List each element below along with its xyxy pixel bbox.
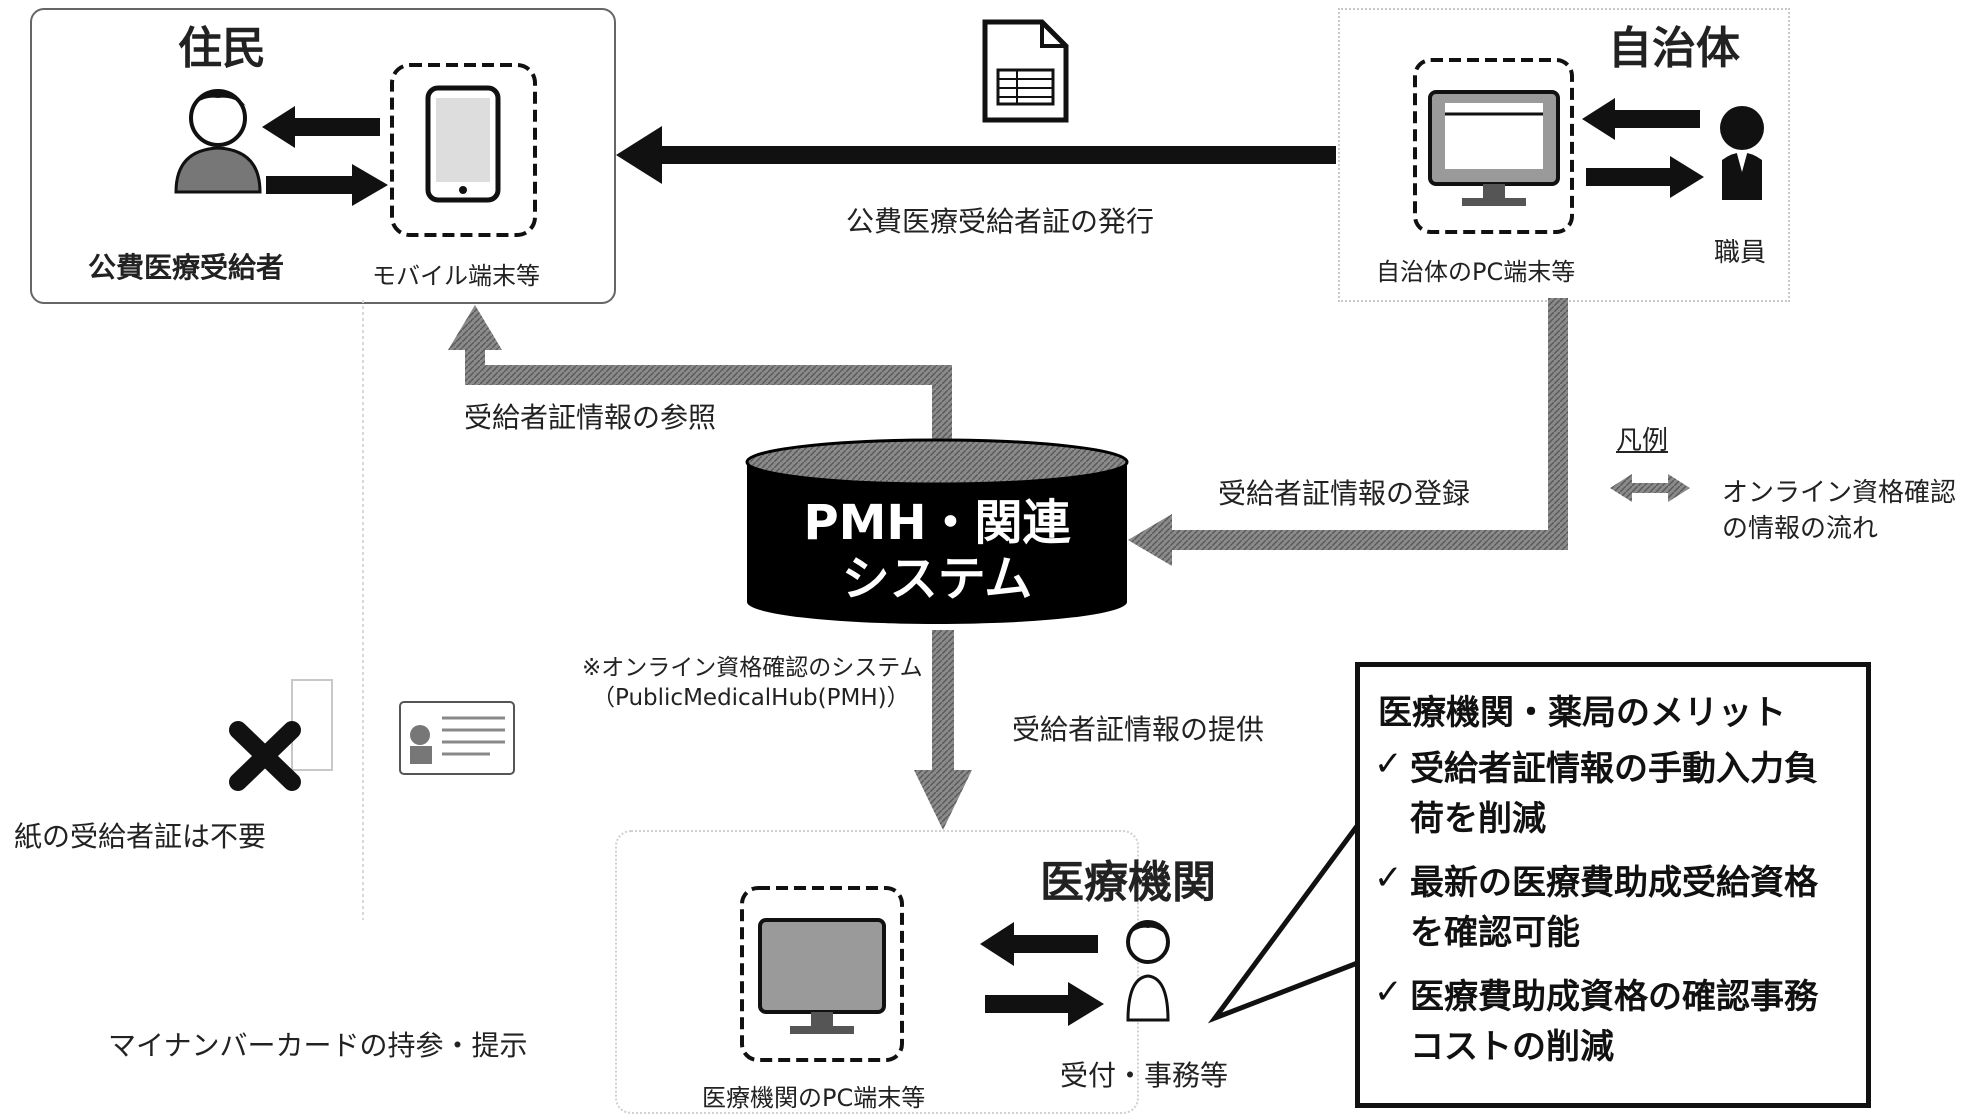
merits-callout: 医療機関・薬局のメリット ✓ 受給者証情報の手動入力負 荷を削減 ✓ 最新の医療… [1355, 662, 1871, 1108]
paper-not-needed-label: 紙の受給者証は不要 [14, 820, 267, 853]
reception-person-icon [1126, 920, 1170, 1022]
issue-arrow [616, 126, 1336, 184]
resident-title: 住民 [178, 23, 266, 74]
clinic-pc-icon [740, 886, 904, 1062]
legend-arrow [1610, 474, 1690, 502]
resident-person-label: 公費医療受給者 [88, 251, 285, 284]
mynumber-card-icon [399, 701, 515, 775]
cross-icon [229, 721, 301, 791]
issue-flow-label: 公費医療受給者証の発行 [846, 205, 1155, 238]
mynumber-card-label: マイナンバーカードの持参・提示 [108, 1029, 528, 1062]
check-icon: ✓ [1374, 858, 1403, 898]
municipality-pc-icon [1413, 58, 1574, 234]
pmh-title-line2: システム [841, 551, 1033, 607]
merit-line: コストの削減 [1410, 1027, 1614, 1067]
staff-person-icon [1720, 106, 1764, 200]
speech-pointer [1207, 814, 1364, 1024]
merit-line: 受給者証情報の手動入力負 [1410, 749, 1818, 789]
register-arrow [1128, 298, 1568, 566]
legend-text-line1: オンライン資格確認 [1722, 478, 1957, 508]
provide-arrow [914, 630, 972, 830]
pmh-title-line1: PMH・関連 [803, 495, 1071, 551]
resident-person-icon [174, 89, 262, 194]
clinic-title: 医療機関 [1040, 857, 1216, 908]
mobile-device-label: モバイル端末等 [372, 262, 540, 290]
legend-title: 凡例 [1616, 426, 1669, 456]
provide-flow-label: 受給者証情報の提供 [1012, 713, 1265, 746]
pmh-database-icon [745, 438, 1129, 624]
merit-line: 最新の医療費助成受給資格 [1410, 863, 1818, 903]
reference-flow-label: 受給者証情報の参照 [464, 401, 717, 434]
resident-panel [30, 8, 616, 304]
pmh-note-line2: （PublicMedicalHub(PMH)） [592, 685, 910, 711]
document-icon [982, 19, 1069, 123]
check-icon: ✓ [1374, 972, 1403, 1012]
clinic-device-label: 医療機関のPC端末等 [702, 1084, 926, 1112]
resident-exchange-arrows [262, 106, 388, 206]
merit-item: ✓ 最新の医療費助成受給資格 を確認可能 [1374, 858, 1852, 958]
merit-line: 荷を削減 [1410, 799, 1546, 839]
clinic-exchange-arrows [980, 922, 1104, 1026]
merit-item: ✓ 受給者証情報の手動入力負 荷を削減 [1374, 744, 1852, 844]
pmh-title: PMH・関連 システム [747, 495, 1127, 607]
merit-item: ✓ 医療費助成資格の確認事務 コストの削減 [1374, 972, 1852, 1072]
municipality-exchange-arrows [1582, 98, 1704, 198]
reception-label: 受付・事務等 [1060, 1059, 1229, 1092]
merit-line: 医療費助成資格の確認事務 [1410, 977, 1818, 1017]
check-icon: ✓ [1374, 744, 1403, 784]
legend-text-line2: の情報の流れ [1722, 514, 1879, 544]
municipality-title: 自治体 [1608, 23, 1740, 74]
register-flow-label: 受給者証情報の登録 [1218, 477, 1471, 510]
pmh-note-line1: ※オンライン資格確認のシステム [582, 655, 923, 681]
municipality-device-label: 自治体のPC端末等 [1376, 258, 1576, 286]
merit-line: を確認可能 [1410, 913, 1580, 953]
merits-title: 医療機関・薬局のメリット [1378, 693, 1786, 733]
staff-label: 職員 [1714, 238, 1767, 268]
reference-arrow [448, 305, 952, 450]
mobile-device-icon [390, 63, 537, 237]
